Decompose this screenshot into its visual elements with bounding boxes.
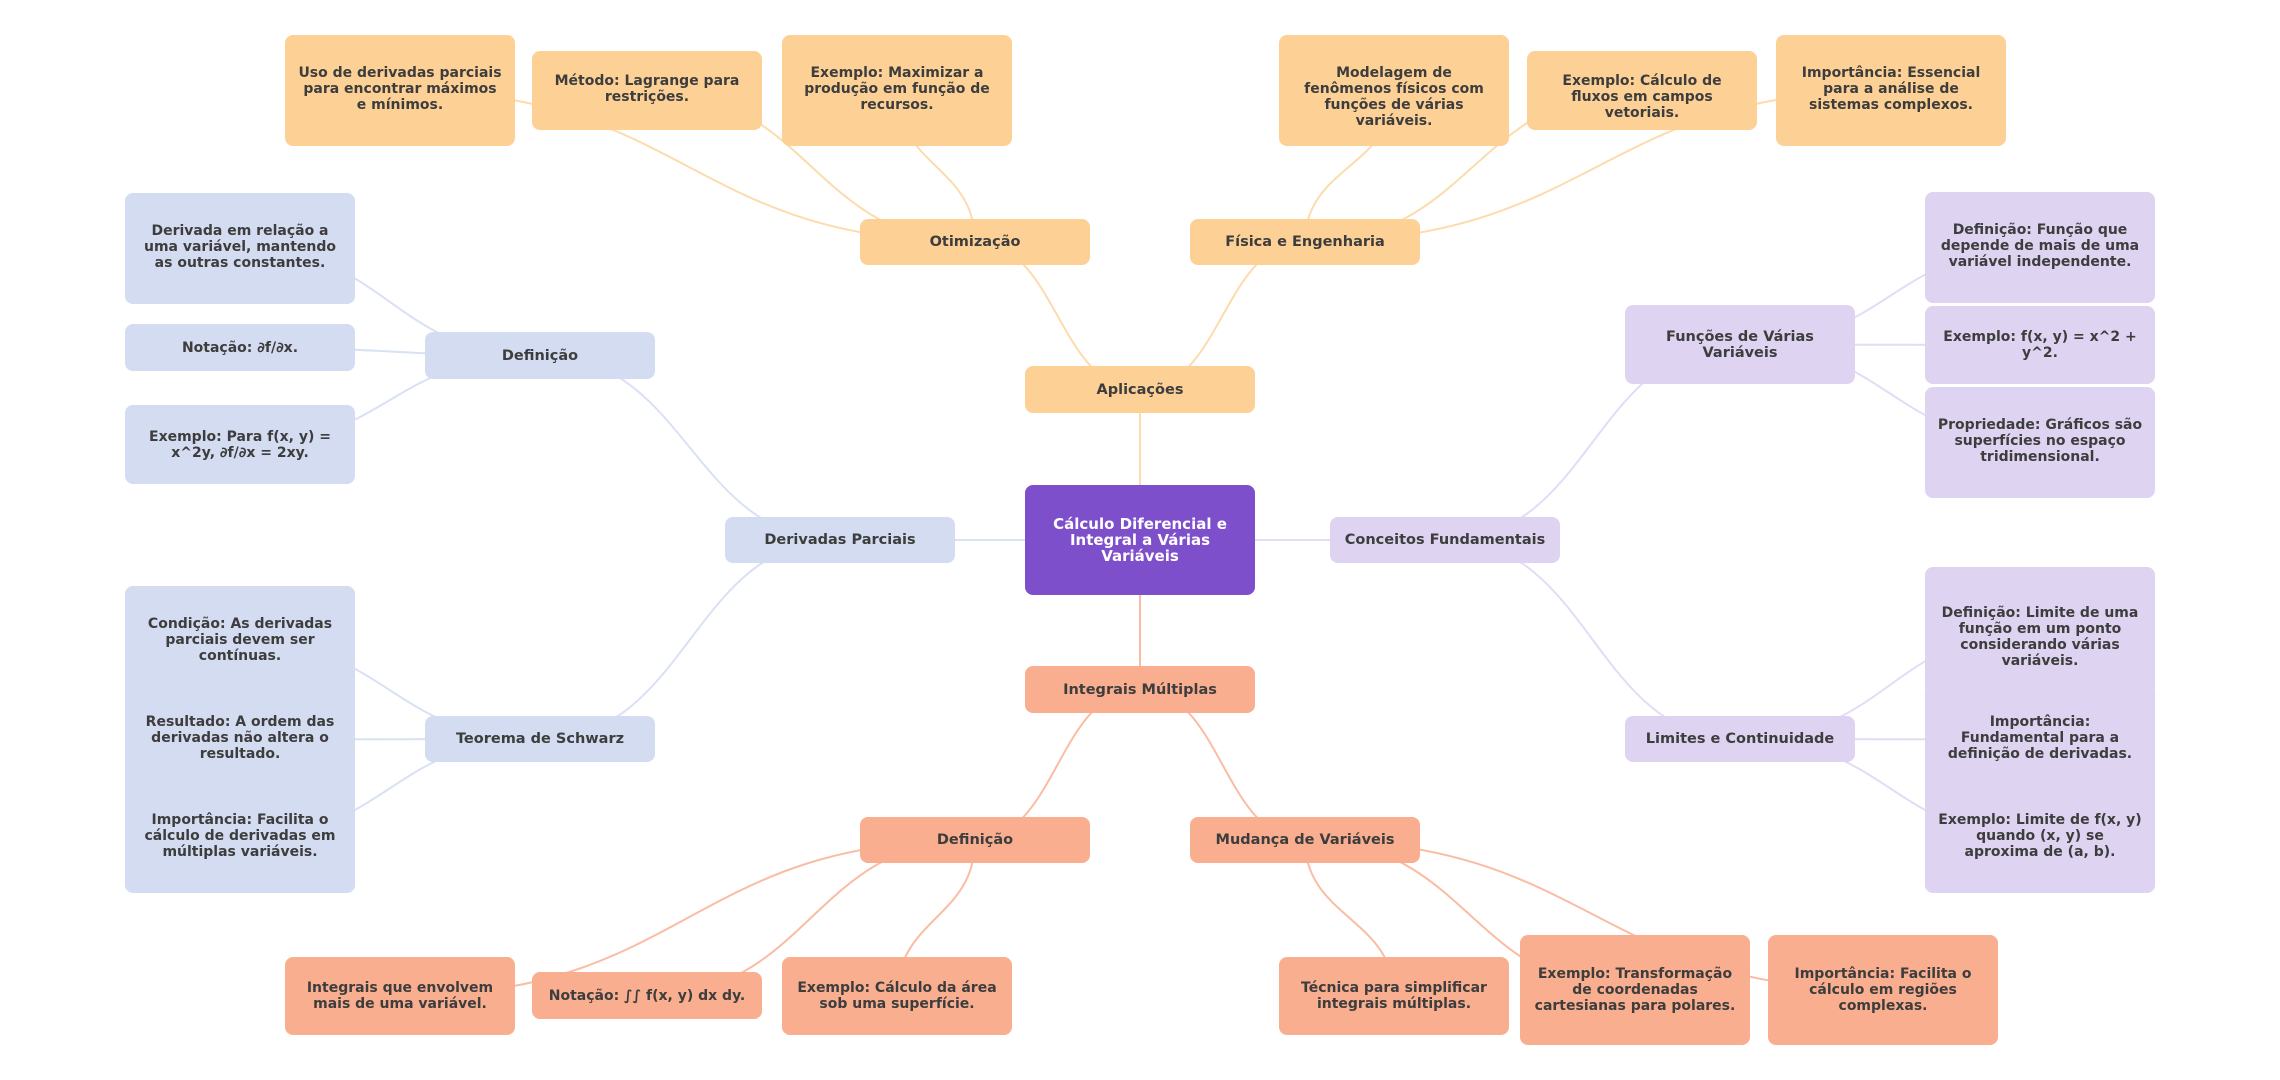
node-label: Uso de derivadas parciais para encontrar… bbox=[298, 65, 502, 113]
node-label: Exemplo: Cálculo de fluxos em campos vet… bbox=[1562, 73, 1722, 121]
leaf-schwarz-importancia[interactable]: Importância: Facilita o cálculo de deriv… bbox=[125, 782, 355, 893]
node-label: Derivadas Parciais bbox=[764, 532, 916, 548]
edge-conceitos-limites bbox=[1444, 539, 1741, 740]
node-fisica-engenharia[interactable]: Física e Engenharia bbox=[1190, 219, 1420, 265]
node-label: Mudança de Variáveis bbox=[1215, 832, 1395, 848]
edge-derivadas-schwarz bbox=[539, 539, 841, 740]
node-label: Exemplo: Maximizar a produção em função … bbox=[804, 65, 990, 113]
node-label: Definição bbox=[936, 832, 1014, 848]
node-integrais-multiplas[interactable]: Integrais Múltiplas bbox=[1025, 666, 1255, 713]
node-label: Definição bbox=[501, 347, 579, 364]
leaf-funcoes-exemplo[interactable]: Exemplo: f(x, y) = x^2 + y^2. bbox=[1925, 306, 2155, 384]
node-derivadas-definicao[interactable]: Definição bbox=[425, 332, 655, 379]
node-label: Aplicações bbox=[1096, 381, 1184, 398]
node-label: Exemplo: Transformação de coordenadas ca… bbox=[1534, 966, 1736, 1014]
leaf-derivadas-definicao-texto[interactable]: Derivada em relação a uma variável, mant… bbox=[125, 193, 355, 304]
node-label: Conceitos Fundamentais bbox=[1344, 532, 1546, 548]
leaf-mudanca-exemplo[interactable]: Exemplo: Transformação de coordenadas ca… bbox=[1520, 935, 1750, 1045]
node-label: Importância: Fundamental para a definiçã… bbox=[1947, 714, 2133, 762]
node-label: Importância: Facilita o cálculo de deriv… bbox=[144, 812, 336, 860]
node-label: Método: Lagrange para restrições. bbox=[554, 73, 740, 105]
node-aplicacoes[interactable]: Aplicações bbox=[1025, 366, 1255, 413]
leaf-funcoes-propriedade[interactable]: Propriedade: Gráficos são superfícies no… bbox=[1925, 387, 2155, 498]
leaf-integrais-exemplo[interactable]: Exemplo: Cálculo da área sob uma superfí… bbox=[782, 957, 1012, 1035]
leaf-fisica-modelagem[interactable]: Modelagem de fenômenos físicos com funçõ… bbox=[1279, 35, 1509, 146]
node-label: Exemplo: Cálculo da área sob uma superfí… bbox=[797, 980, 997, 1012]
node-label: Notação: ∫∫ f(x, y) dx dy. bbox=[548, 987, 746, 1004]
leaf-limites-definicao[interactable]: Definição: Limite de uma função em um po… bbox=[1925, 567, 2155, 695]
leaf-mudanca-tecnica[interactable]: Técnica para simplificar integrais múlti… bbox=[1279, 957, 1509, 1035]
leaf-fisica-exemplo[interactable]: Exemplo: Cálculo de fluxos em campos vet… bbox=[1527, 51, 1757, 130]
leaf-derivadas-exemplo[interactable]: Exemplo: Para f(x, y) = x^2y, ∂f/∂x = 2x… bbox=[125, 405, 355, 484]
node-otimizacao[interactable]: Otimização bbox=[860, 219, 1090, 265]
leaf-derivadas-notacao[interactable]: Notação: ∂f/∂x. bbox=[125, 324, 355, 371]
node-label: Definição: Limite de uma função em um po… bbox=[1941, 605, 2139, 669]
node-label: Derivada em relação a uma variável, mant… bbox=[143, 223, 336, 271]
node-label: Limites e Continuidade bbox=[1645, 731, 1835, 747]
leaf-schwarz-condicao[interactable]: Condição: As derivadas parciais devem se… bbox=[125, 586, 355, 697]
root-node-label: Cálculo Diferencial e Integral a Várias … bbox=[1053, 515, 1227, 565]
node-label: Resultado: A ordem das derivadas não alt… bbox=[145, 714, 335, 762]
leaf-otimizacao-uso[interactable]: Uso de derivadas parciais para encontrar… bbox=[285, 35, 515, 146]
node-label: Importância: Facilita o cálculo em regiõ… bbox=[1794, 966, 1972, 1014]
edge-derivadas-der_definicao bbox=[539, 354, 841, 541]
node-funcoes-varias-variaveis[interactable]: Funções de Várias Variáveis bbox=[1625, 305, 1855, 384]
leaf-otimizacao-exemplo[interactable]: Exemplo: Maximizar a produção em função … bbox=[782, 35, 1012, 146]
node-label: Condição: As derivadas parciais devem se… bbox=[147, 616, 333, 664]
leaf-integrais-notacao[interactable]: Notação: ∫∫ f(x, y) dx dy. bbox=[532, 972, 762, 1019]
node-label: Funções de Várias Variáveis bbox=[1666, 328, 1814, 361]
node-label: Integrais que envolvem mais de uma variá… bbox=[306, 980, 494, 1012]
leaf-schwarz-resultado[interactable]: Resultado: A ordem das derivadas não alt… bbox=[125, 684, 355, 795]
root-node[interactable]: Cálculo Diferencial e Integral a Várias … bbox=[1025, 485, 1255, 595]
node-conceitos-fundamentais[interactable]: Conceitos Fundamentais bbox=[1330, 517, 1560, 563]
node-teorema-schwarz[interactable]: Teorema de Schwarz bbox=[425, 716, 655, 762]
node-label: Física e Engenharia bbox=[1225, 234, 1385, 250]
node-label: Importância: Essencial para a análise de… bbox=[1801, 65, 1981, 113]
node-label: Propriedade: Gráficos são superfícies no… bbox=[1937, 417, 2143, 465]
leaf-limites-exemplo[interactable]: Exemplo: Limite de f(x, y) quando (x, y)… bbox=[1925, 782, 2155, 893]
node-label: Notação: ∂f/∂x. bbox=[181, 339, 299, 356]
node-label: Técnica para simplificar integrais múlti… bbox=[1301, 980, 1487, 1012]
node-label: Otimização bbox=[929, 234, 1021, 250]
leaf-limites-importancia[interactable]: Importância: Fundamental para a definiçã… bbox=[1925, 684, 2155, 795]
leaf-mudanca-importancia[interactable]: Importância: Facilita o cálculo em regiõ… bbox=[1768, 935, 1998, 1045]
node-label: Integrais Múltiplas bbox=[1063, 681, 1217, 698]
node-label: Definição: Função que depende de mais de… bbox=[1940, 222, 2140, 270]
leaf-otimizacao-metodo[interactable]: Método: Lagrange para restrições. bbox=[532, 51, 762, 130]
node-derivadas-parciais[interactable]: Derivadas Parciais bbox=[725, 517, 955, 563]
node-limites-continuidade[interactable]: Limites e Continuidade bbox=[1625, 716, 1855, 762]
leaf-funcoes-definicao[interactable]: Definição: Função que depende de mais de… bbox=[1925, 192, 2155, 303]
node-label: Exemplo: f(x, y) = x^2 + y^2. bbox=[1943, 329, 2137, 361]
node-label: Exemplo: Para f(x, y) = x^2y, ∂f/∂x = 2x… bbox=[149, 428, 331, 461]
node-label: Modelagem de fenômenos físicos com funçõ… bbox=[1304, 65, 1484, 129]
node-integrais-definicao[interactable]: Definição bbox=[860, 817, 1090, 863]
node-label: Teorema de Schwarz bbox=[455, 731, 625, 747]
node-mudanca-variaveis[interactable]: Mudança de Variáveis bbox=[1190, 817, 1420, 863]
leaf-integrais-definicao-texto[interactable]: Integrais que envolvem mais de uma variá… bbox=[285, 957, 515, 1035]
leaf-fisica-importancia[interactable]: Importância: Essencial para a análise de… bbox=[1776, 35, 2006, 146]
node-label: Exemplo: Limite de f(x, y) quando (x, y)… bbox=[1938, 812, 2142, 860]
